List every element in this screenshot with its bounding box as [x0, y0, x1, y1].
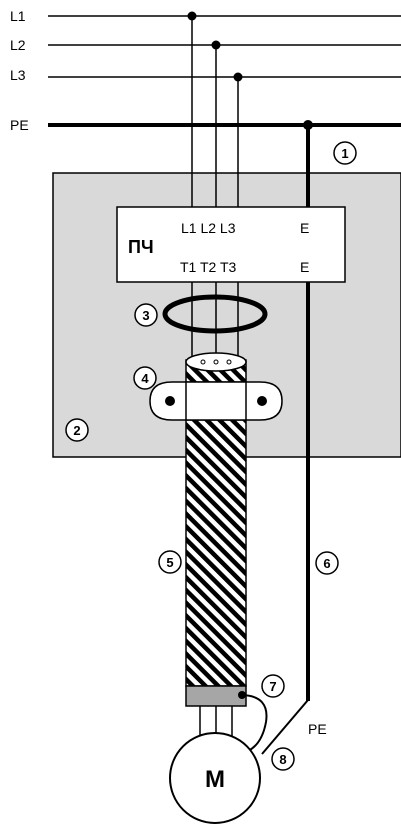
pe-motor-conductor [261, 699, 309, 755]
clamp-screw-right [257, 396, 267, 406]
motor-pe-label: PE [308, 721, 327, 737]
shield-bond-wire [241, 694, 268, 752]
svg-text:2: 2 [73, 423, 80, 438]
svg-text:6: 6 [323, 556, 330, 571]
callout-6: 6 [315, 551, 339, 575]
cable-conductor-1 [200, 359, 206, 365]
converter-name: ПЧ [128, 237, 154, 257]
ferrite-ring [162, 294, 268, 334]
pe-label: PE [10, 117, 29, 133]
callout-1: 1 [333, 141, 357, 165]
l2-junction-dot [211, 40, 221, 50]
cable-conductor-2 [213, 359, 219, 365]
cable-conductor-3 [226, 359, 232, 365]
l2-label: L2 [10, 37, 26, 53]
svg-text:8: 8 [279, 752, 286, 767]
l1-label: L1 [10, 8, 26, 24]
converter-output-earth: E [300, 259, 309, 275]
shield-termination-band [185, 685, 247, 707]
callout-8: 8 [271, 747, 295, 771]
converter-output-terminals: T1 T2 T3 [180, 259, 237, 275]
svg-text:7: 7 [269, 679, 276, 694]
callout-7: 7 [261, 674, 285, 698]
converter-input-earth: E [300, 220, 309, 236]
l1-junction-dot [187, 11, 197, 21]
svg-text:1: 1 [341, 146, 348, 161]
callout-3: 3 [134, 303, 158, 327]
cable-clamp-saddle [185, 381, 247, 421]
svg-text:4: 4 [141, 371, 149, 386]
frequency-converter-box [116, 206, 346, 283]
callout-4: 4 [133, 366, 157, 390]
callout-5: 5 [158, 550, 182, 574]
svg-text:5: 5 [166, 555, 173, 570]
clamp-screw-left [165, 396, 175, 406]
l3-label: L3 [10, 67, 26, 83]
motor [169, 732, 261, 824]
callout-2: 2 [65, 418, 89, 442]
converter-input-terminals: L1 L2 L3 [181, 220, 236, 236]
motor-label: M [205, 766, 225, 793]
svg-text:3: 3 [142, 308, 149, 323]
l3-junction-dot [233, 72, 243, 82]
